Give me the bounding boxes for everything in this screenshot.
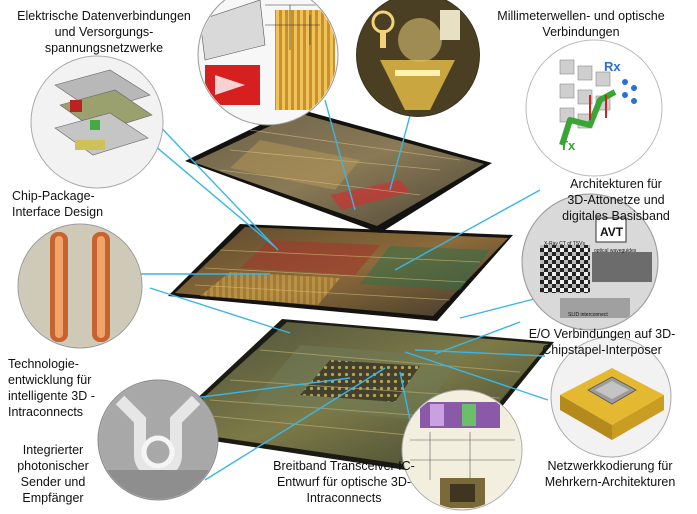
inset-tsv-technology <box>17 223 143 349</box>
label-eo-connections: E/O Verbindungen auf 3D- Chipstapel-Inte… <box>528 327 676 357</box>
label-electrical-interconnects: Elektrische Datenverbindungen und Versor… <box>17 9 191 55</box>
inset-multicore-package <box>550 336 672 458</box>
label-network-coding: Netzwerkkodierung für Mehrkern-Architekt… <box>544 459 676 489</box>
avt-logo-text: AVT <box>600 225 624 239</box>
label-technology-development: Technologie- entwicklung für intelligent… <box>8 357 95 419</box>
chip-layer-top <box>185 108 492 233</box>
inset-transceiver-ic <box>401 389 523 511</box>
inset-rx-tx-architecture: Rx Tx <box>525 39 663 177</box>
inset-mmwave-probe <box>356 0 480 117</box>
label-broadband-transceiver: Breitband Transceiver IC- Entwurf für op… <box>273 459 415 505</box>
chip-layer-middle <box>168 224 513 321</box>
xray-caption: X-Ray CT of TSVs <box>544 241 585 247</box>
rx-label: Rx <box>604 59 621 74</box>
inset-chip-package <box>30 55 164 189</box>
inset-eo-interposer: AVT X-Ray CT of TSVs optical waveguides … <box>521 193 659 331</box>
inset-electrical-circuits <box>197 0 339 126</box>
label-mmwave-optical: Millimeterwellen- und optische Verbindun… <box>497 9 665 39</box>
slid-caption: SLID interconnect <box>568 312 608 318</box>
label-photonic-transceiver: Integrierter photonischer Sender und Emp… <box>17 443 89 505</box>
label-chip-package-design: Chip-Package- Interface Design <box>12 189 104 219</box>
optical-caption: optical waveguides <box>594 248 637 254</box>
label-architectures: Architekturen für 3D-Attonetze und digit… <box>562 177 670 223</box>
tx-label: Tx <box>560 138 576 153</box>
